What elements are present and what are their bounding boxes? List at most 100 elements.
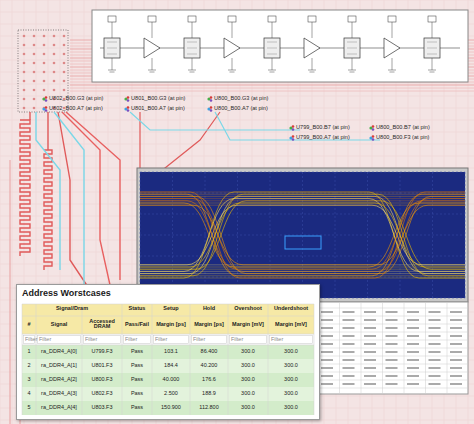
cell-value-mark <box>429 343 441 345</box>
wire <box>272 22 273 38</box>
wire <box>112 22 113 38</box>
pad <box>53 62 56 65</box>
eye-trace <box>140 199 465 272</box>
cell-value-mark <box>343 367 355 369</box>
pad <box>63 71 66 74</box>
table-cell: 188.9 <box>190 391 228 397</box>
results-table <box>318 302 468 394</box>
cell-value-mark <box>386 343 398 345</box>
table-cell: ra_DDR4_A[0] <box>36 349 82 355</box>
trace <box>70 88 474 89</box>
grid-line <box>140 172 465 173</box>
pad <box>53 71 56 74</box>
cell-value-mark <box>343 383 355 385</box>
eye-trace <box>140 201 465 269</box>
pad <box>33 35 36 38</box>
eye-trace <box>140 200 465 201</box>
row-line <box>22 334 314 335</box>
table-row-line <box>318 356 468 357</box>
eye-diagram <box>137 168 468 302</box>
pad <box>23 53 26 56</box>
cell-value-mark <box>364 343 376 345</box>
table-bg <box>318 302 468 394</box>
column-header: Signal <box>36 322 82 328</box>
schematic-panel <box>92 10 468 82</box>
wire <box>432 58 433 70</box>
table-cell: U801.F3 <box>82 363 122 369</box>
pin-line <box>427 48 437 49</box>
table-cell: 176.6 <box>190 377 228 383</box>
pin-line <box>107 54 117 55</box>
eye-trace <box>140 271 465 272</box>
cell-value-mark <box>321 327 333 329</box>
data-row <box>22 345 314 359</box>
eye-trace <box>140 203 465 267</box>
buffer-symbol <box>384 38 400 58</box>
cell-value-mark <box>407 351 419 353</box>
pin-label: U800_B00.B7 (at pin) <box>376 125 430 131</box>
small-part <box>388 16 396 22</box>
eye-traces <box>140 192 465 278</box>
column-group-header: Signal/Dram <box>22 306 122 312</box>
cell-value-mark <box>343 343 355 345</box>
column-header: Margin [mV] <box>228 322 268 328</box>
table-row-line <box>318 388 468 389</box>
pin-line <box>347 42 357 43</box>
eye-trace <box>140 194 465 276</box>
column-line <box>82 304 83 415</box>
filter-input <box>154 336 189 344</box>
table-col-line <box>447 302 448 394</box>
pin-dot <box>45 96 48 99</box>
eye-trace <box>140 192 465 193</box>
eye-trace <box>140 205 465 206</box>
pin-line <box>187 48 197 49</box>
cell-value-mark <box>450 327 462 329</box>
cell-value-mark <box>364 359 376 361</box>
eye-trace <box>140 192 465 278</box>
buffer-symbol <box>224 38 240 58</box>
pin-dot <box>372 135 375 138</box>
pad <box>53 53 56 56</box>
table-col-line <box>425 302 426 394</box>
filter-placeholder: Filter <box>25 337 37 343</box>
cell-value-mark <box>321 343 333 345</box>
pin-dot <box>210 106 213 109</box>
data-row <box>22 401 314 415</box>
pad <box>43 44 46 47</box>
table-cell: 86.400 <box>190 349 228 355</box>
table-row-line <box>318 316 468 317</box>
table-cell: 112.800 <box>190 405 228 411</box>
pin-label: U802_B00.A7 (at pin) <box>49 106 103 112</box>
filter-placeholder: Filter <box>39 337 51 343</box>
data-row <box>22 387 314 401</box>
grid-line <box>140 214 465 215</box>
pin-label: U802_B00.G3 (at pin) <box>49 96 103 102</box>
grid-line <box>140 256 465 257</box>
filter-input <box>84 336 121 344</box>
table-col-line <box>404 302 405 394</box>
ground-symbol <box>388 70 396 72</box>
table-cell: ra_DDR4_A[3] <box>36 391 82 397</box>
meander-trace <box>44 150 52 270</box>
eye-trace <box>140 196 465 273</box>
filter-placeholder: Filter <box>231 337 243 343</box>
ground-symbol <box>228 70 236 72</box>
component-box <box>184 38 200 58</box>
grid-line <box>0 0 1 424</box>
eye-trace <box>140 201 465 269</box>
table-cell: Pass <box>122 349 152 355</box>
header-band <box>22 304 314 334</box>
pin-dot <box>292 128 295 131</box>
cell-value-mark <box>321 319 333 321</box>
cell-value-mark <box>364 375 376 377</box>
column-header: Margin [ps] <box>152 322 190 328</box>
pad <box>23 44 26 47</box>
pad <box>23 62 26 65</box>
wire <box>312 22 313 38</box>
pad <box>63 53 66 56</box>
cell-value-mark <box>450 311 462 313</box>
pin-dot <box>292 138 295 141</box>
wire <box>312 58 313 70</box>
table-cell: 150.900 <box>152 405 190 411</box>
